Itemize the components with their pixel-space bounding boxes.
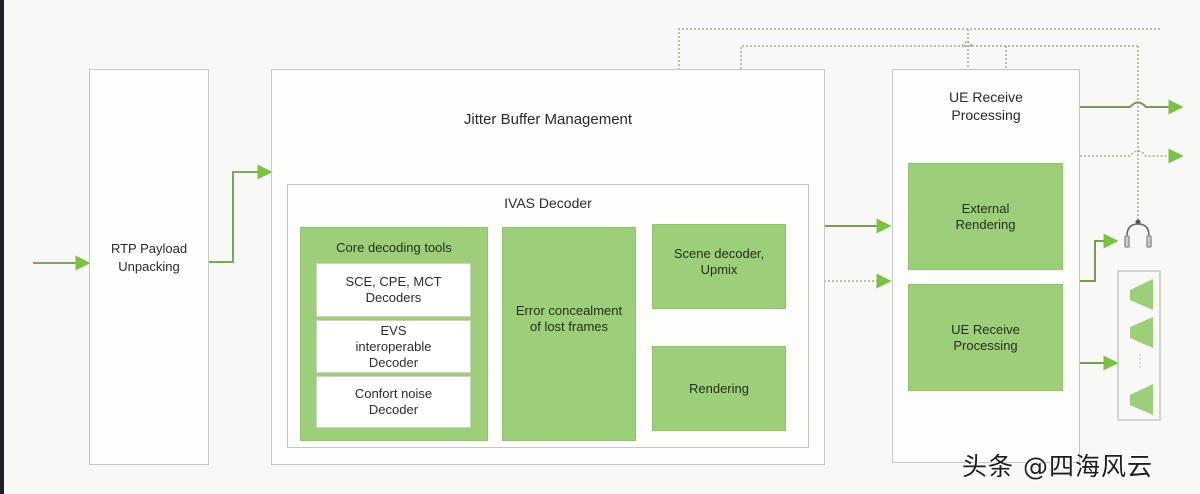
- comfort-noise-decoder-block: Confort noise Decoder: [316, 376, 471, 428]
- watermark: 头条 @四海风云: [962, 452, 1153, 481]
- error-concealment-label: Error concealment of lost frames: [515, 303, 623, 334]
- loudspeaker-array-icon: [1117, 270, 1161, 421]
- rtp-to-jbm-arrow: [208, 164, 273, 263]
- control-line-2: [740, 39, 1138, 183]
- headphones-icon: [1124, 219, 1152, 248]
- jitter-buffer-management-label: Jitter Buffer Management: [463, 111, 633, 128]
- scene-decoder-upmix-block: Scene decoder, Upmix: [652, 224, 786, 309]
- sce-cpe-mct-decoders-block: SCE, CPE, MCT Decoders: [316, 263, 471, 317]
- external-rendering-label: External Rendering: [955, 200, 1016, 232]
- ue-receive-processing-inner-block: UE Receive Processing: [908, 284, 1063, 391]
- rtp-payload-unpacking-block: RTP Payload Unpacking: [89, 69, 209, 465]
- to-headphones-arrow: [1080, 233, 1119, 282]
- evs-interoperable-decoder-label: EVS interoperable Decoder: [355, 322, 432, 370]
- ue-output-arrow: [1080, 99, 1184, 115]
- ue-receive-processing-inner-label: UE Receive Processing: [951, 321, 1020, 353]
- rendering-block: Rendering: [652, 346, 786, 431]
- control-line-1: [678, 28, 1160, 183]
- scene-decoder-upmix-label: Scene decoder, Upmix: [673, 245, 765, 277]
- sce-cpe-mct-decoders-label: SCE, CPE, MCT Decoders: [345, 274, 442, 305]
- core-decoding-tools-label: Core decoding tools: [336, 240, 452, 255]
- ue-output-dotted-arrow: [1080, 148, 1184, 164]
- screen-edge: [0, 0, 4, 494]
- ivas-decoder-label: IVAS Decoder: [504, 195, 592, 211]
- evs-interoperable-decoder-block: EVS interoperable Decoder: [316, 320, 471, 373]
- rendering-label: Rendering: [689, 380, 749, 396]
- comfort-noise-decoder-label: Confort noise Decoder: [354, 386, 433, 417]
- error-concealment-block: Error concealment of lost frames: [502, 227, 636, 441]
- external-rendering-block: External Rendering: [908, 163, 1063, 270]
- rtp-payload-unpacking-label: RTP Payload Unpacking: [110, 241, 188, 274]
- ue-receive-processing-label: UE Receive Processing: [938, 88, 1034, 124]
